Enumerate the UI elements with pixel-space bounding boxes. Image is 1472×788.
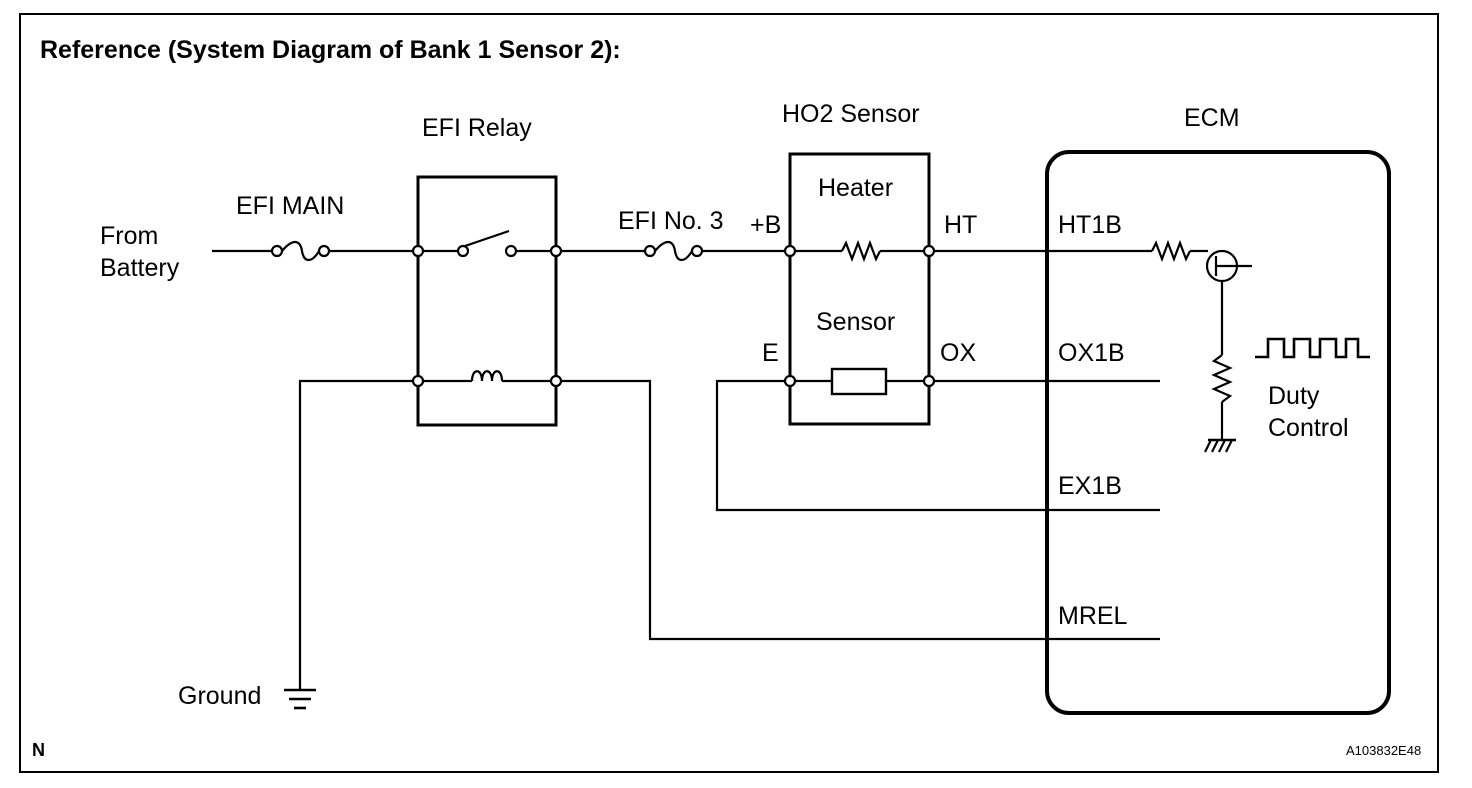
duty-waveform-icon	[1255, 337, 1370, 359]
efi-relay-symbol	[411, 175, 563, 427]
pin-ht-label: HT	[944, 211, 977, 239]
ecm-pin-mrel: MREL	[1058, 602, 1128, 630]
fuse-main-label: EFI MAIN	[236, 192, 344, 220]
relay-label: EFI Relay	[422, 114, 532, 142]
wiring	[298, 249, 1160, 690]
ground-label: Ground	[178, 682, 261, 710]
fuse-no3-symbol	[561, 240, 785, 262]
source-label-line1: From	[100, 222, 158, 250]
pin-b-label: +B	[750, 211, 781, 239]
diagram-title: Reference (System Diagram of Bank 1 Sens…	[40, 36, 621, 64]
ecm-pin-ht1b: HT1B	[1058, 211, 1122, 239]
pin-ox-label: OX	[940, 339, 976, 367]
duty-label-line2: Control	[1268, 414, 1349, 442]
ecm-box	[1045, 150, 1391, 715]
ecm-driver-circuit	[1151, 239, 1252, 453]
ecm-pin-ox1b: OX1B	[1058, 339, 1125, 367]
pin-e-label: E	[762, 339, 779, 367]
heater-label: Heater	[818, 174, 893, 202]
ecm-label: ECM	[1184, 104, 1240, 132]
fuse-main-symbol	[212, 240, 412, 262]
footer-left-mark: N	[32, 740, 45, 760]
ecm-pin-ex1b: EX1B	[1058, 472, 1122, 500]
diagram-frame	[19, 13, 1439, 773]
ground-symbol	[284, 688, 316, 710]
ho2-sensor-symbol	[783, 152, 936, 426]
ho2-sensor-label: HO2 Sensor	[782, 100, 920, 128]
figure-code: A103832E48	[1346, 743, 1421, 758]
duty-label-line1: Duty	[1268, 382, 1320, 410]
sensor-label: Sensor	[816, 308, 895, 336]
source-label-line2: Battery	[100, 254, 180, 282]
fuse-no3-label: EFI No. 3	[618, 207, 724, 235]
